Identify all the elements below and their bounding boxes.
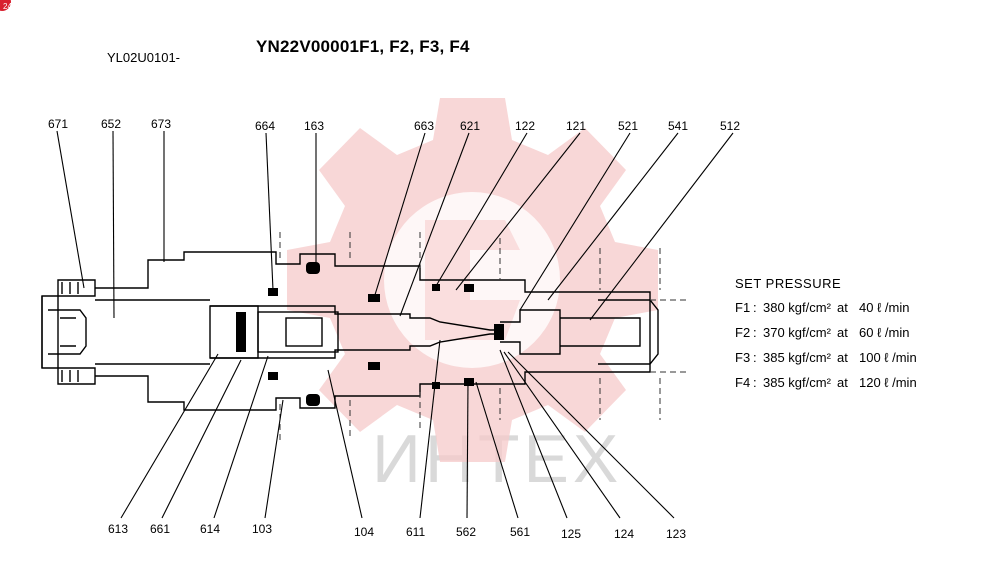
part-label-621: 621 xyxy=(460,119,480,133)
set-pressure-heading: SET PRESSURE xyxy=(735,276,842,291)
seals xyxy=(236,262,504,406)
part-label-124: 124 xyxy=(614,527,634,541)
pressure-code: F4 xyxy=(735,375,751,390)
pressure-at: at xyxy=(837,350,848,365)
part-label-664: 664 xyxy=(255,119,275,133)
pressure-flow: 100 ℓ /min xyxy=(859,350,917,365)
part-label-671: 671 xyxy=(48,117,68,131)
pressure-value: 380 kgf/cm² xyxy=(763,300,831,315)
pressure-flow: 40 ℓ /min xyxy=(859,300,910,315)
part-label-512: 512 xyxy=(720,119,740,133)
part-label-163: 163 xyxy=(304,119,324,133)
leader-lines xyxy=(56,130,734,519)
pressure-row-f1: F1: 380 kgf/cm² at 40 ℓ /min xyxy=(735,300,949,315)
pressure-row-f2: F2: 370 kgf/cm² at 60 ℓ /min xyxy=(735,325,949,340)
pressure-at: at xyxy=(837,300,848,315)
pressure-row-f4: F4: 385 kgf/cm² at 120 ℓ /min xyxy=(735,375,949,390)
part-label-614: 614 xyxy=(200,522,220,536)
pressure-code: F1 xyxy=(735,300,751,315)
document-code: YL02U0101- xyxy=(107,50,180,65)
bottom-part-labels: 613 661 614 103 104 611 562 561 125 124 … xyxy=(108,522,686,541)
pressure-value: 385 kgf/cm² xyxy=(763,350,831,365)
pressure-code: F3 xyxy=(735,350,751,365)
pressure-at: at xyxy=(837,375,848,390)
part-label-613: 613 xyxy=(108,522,128,536)
part-label-122: 122 xyxy=(515,119,535,133)
diagram-title: YN22V00001F1, F2, F3, F4 xyxy=(256,37,470,56)
hidden-lines xyxy=(279,232,690,440)
valve-body xyxy=(41,251,659,411)
part-label-561: 561 xyxy=(510,525,530,539)
top-part-labels: 671 652 673 664 163 663 621 122 121 521 … xyxy=(48,117,740,133)
pressure-flow: 120 ℓ /min xyxy=(859,375,917,390)
pressure-flow: 60 ℓ /min xyxy=(859,325,910,340)
part-label-541: 541 xyxy=(668,119,688,133)
pressure-row-f3: F3: 385 kgf/cm² at 100 ℓ /min xyxy=(735,350,949,365)
pressure-at: at xyxy=(837,325,848,340)
part-label-673: 673 xyxy=(151,117,171,131)
part-label-661: 661 xyxy=(150,522,170,536)
part-label-123: 123 xyxy=(666,527,686,541)
part-label-103: 103 xyxy=(252,522,272,536)
pressure-code: F2 xyxy=(735,325,751,340)
part-label-663: 663 xyxy=(414,119,434,133)
pressure-value: 370 kgf/cm² xyxy=(763,325,831,340)
part-label-611: 611 xyxy=(406,525,425,539)
part-label-562: 562 xyxy=(456,525,476,539)
part-label-125: 125 xyxy=(561,527,581,541)
part-label-104: 104 xyxy=(354,525,374,539)
part-label-521: 521 xyxy=(618,119,638,133)
page-badge: 24 xyxy=(0,0,12,11)
part-label-652: 652 xyxy=(101,117,121,131)
part-label-121: 121 xyxy=(566,119,586,133)
set-pressure-table: SET PRESSURE F1: 380 kgf/cm² at 40 ℓ /mi… xyxy=(735,276,949,400)
pressure-value: 385 kgf/cm² xyxy=(763,375,831,390)
